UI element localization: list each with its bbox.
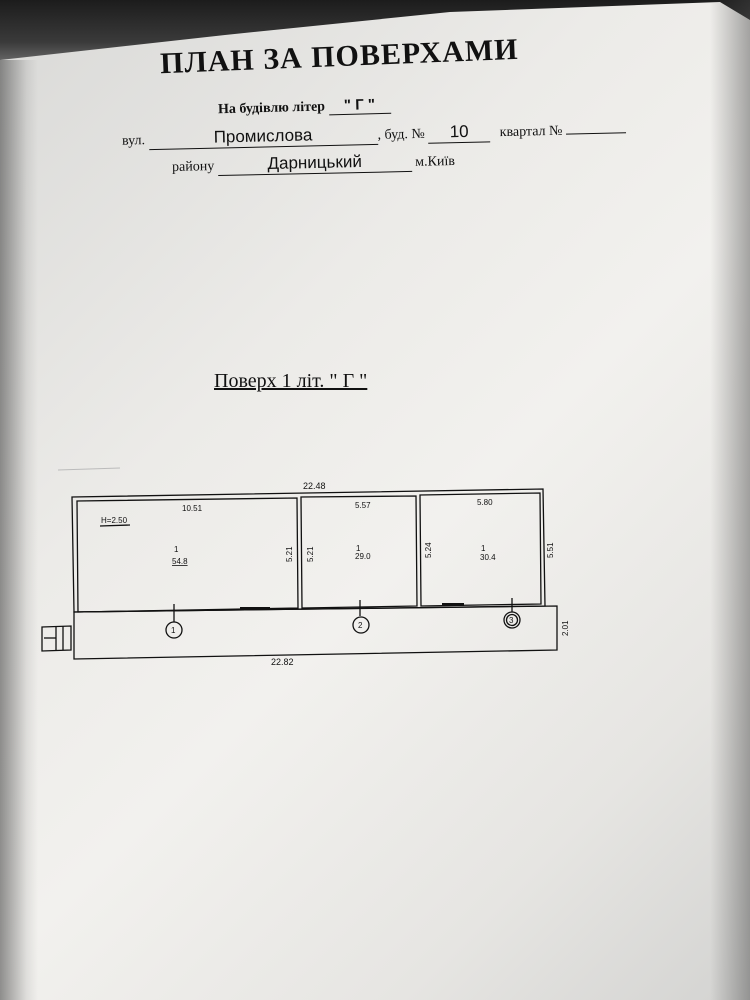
entrance-marker-1 [165, 621, 183, 639]
room-2-area: 29.0 [355, 552, 371, 561]
dim-right-depth: 5.51 [546, 542, 555, 558]
room-3-index: 1 [481, 544, 486, 553]
dim-room2-width: 5.57 [355, 501, 371, 510]
door-mark [442, 603, 464, 606]
entrance-marker-2 [352, 616, 370, 634]
faint-mark [57, 467, 121, 471]
room-1-area: 54.8 [172, 557, 188, 566]
height-label: H=2.50 [101, 516, 128, 525]
room-3 [419, 492, 542, 607]
room-2-index: 1 [356, 544, 361, 553]
entrance-2-label: 2 [358, 621, 363, 630]
entrance-3-label: 3 [509, 616, 514, 625]
room-1-index: 1 [174, 545, 179, 554]
dim-annex-depth: 2.01 [561, 620, 570, 636]
dim-room3-width: 5.80 [477, 498, 493, 507]
entrance-marker-3-inner [505, 613, 519, 627]
dim-room3-depth: 5.24 [424, 542, 433, 558]
room-2 [300, 495, 418, 609]
dim-room1-depth: 5.21 [285, 546, 294, 562]
entrance-1-label: 1 [171, 626, 176, 635]
annex-outline [73, 605, 558, 660]
copy-shadow-right [710, 0, 750, 1000]
room-3-area: 30.4 [480, 553, 496, 562]
dim-bottom-total: 22.82 [271, 657, 294, 667]
entrance-marker-3 [503, 611, 521, 629]
height-underline [99, 524, 131, 527]
room-1 [76, 497, 299, 613]
floor-title: Поверх 1 літ. " Г " [214, 370, 368, 392]
stair-outline [41, 625, 72, 652]
copy-shadow-left [0, 60, 38, 1000]
dim-room2-depth: 5.21 [306, 546, 315, 562]
dim-room1-width: 10.51 [182, 504, 203, 513]
door-mark [240, 607, 270, 610]
dim-top-total: 22.48 [303, 481, 326, 491]
